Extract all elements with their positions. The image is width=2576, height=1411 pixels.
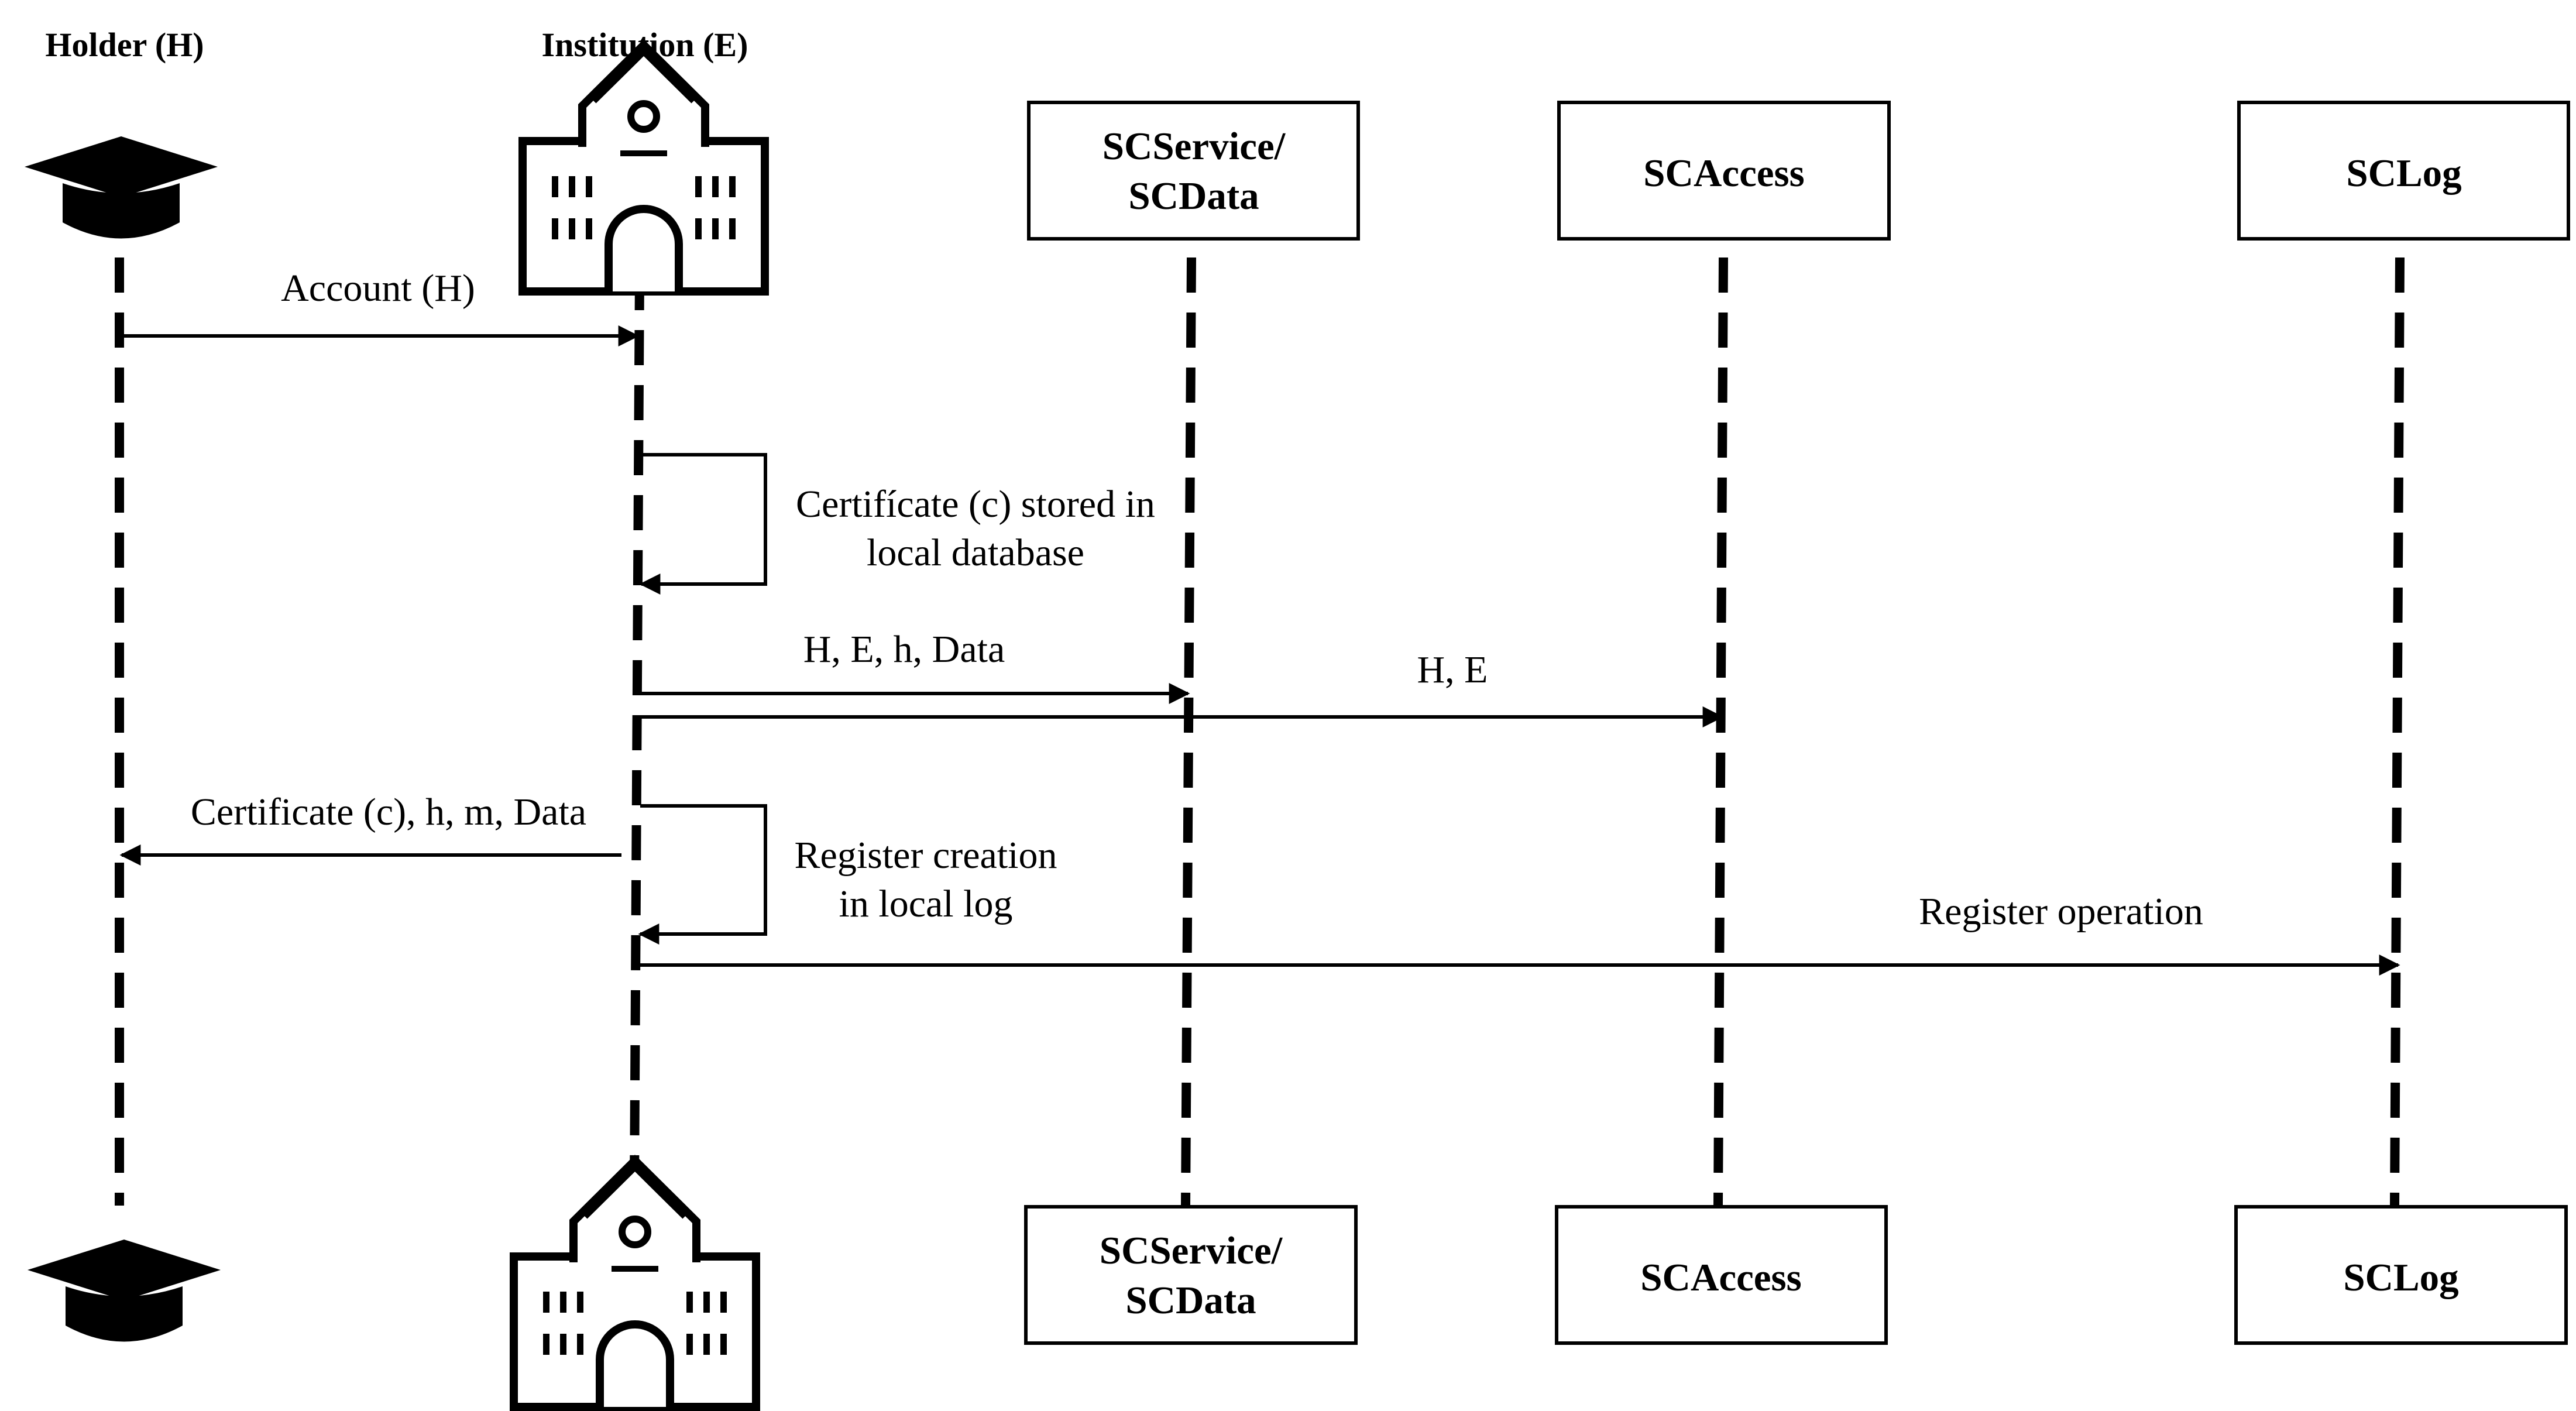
cert-return-message-label: Certificate (c), h, m, Data [191,791,586,833]
scservice-box-bottom [1024,1205,1358,1345]
scservice-box-top-line1: SCService/ [1102,125,1286,168]
sclog-box-top [2237,101,2570,241]
institution-lifeline [630,274,644,1189]
scaccess-box-bottom [1555,1205,1888,1345]
sclog-box-bottom [2234,1205,2568,1345]
scaccess-box-top-label: SCAccess [1643,152,1804,195]
scaccess-box-top [1557,101,1891,241]
sclog-lifeline [2390,257,2405,1206]
scservice-lifeline [1181,257,1196,1206]
institution-building-icon-bottom [514,1161,756,1407]
sclog-box-top-label: SCLog [2346,152,2461,195]
cert-stored-label-line1: Certifícate (c) stored in [796,483,1155,526]
holder-graduation-cap-icon-bottom [28,1240,221,1342]
account-message-label: Account (H) [281,267,475,310]
register-creation-label-line2: in local log [839,883,1013,925]
cert-stored-self-arrow [639,453,767,595]
register-creation-self-arrow [638,804,767,945]
register-operation-message-label: Register operation [1919,890,2203,933]
heh-data-message-label: H, E, h, Data [803,628,1005,671]
he-message-label: H, E [1417,648,1488,691]
holder-graduation-cap-icon-top [25,136,218,239]
scaccess-lifeline [1713,257,1728,1206]
scservice-box-bottom-line2: SCData [1125,1279,1256,1322]
scservice-box-top-line2: SCData [1128,174,1259,218]
scservice-box-top [1027,101,1360,241]
holder-header-label: Holder (H) [45,26,204,64]
scservice-box-bottom-line1: SCService/ [1100,1229,1283,1272]
scaccess-box-bottom-label: SCAccess [1640,1256,1801,1299]
register-creation-label-line1: Register creation [795,834,1057,877]
sclog-box-bottom-label: SCLog [2343,1256,2458,1299]
institution-building-icon-top [523,45,765,291]
cert-stored-label-line2: local database [867,531,1084,574]
